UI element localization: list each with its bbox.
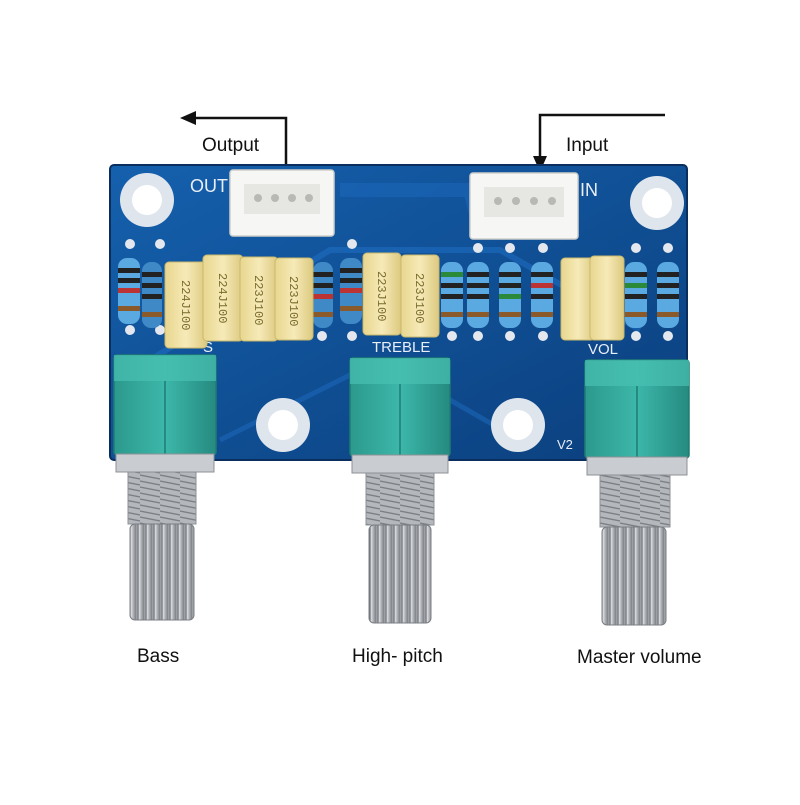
output-arrow	[180, 111, 288, 172]
output-connector	[229, 169, 335, 237]
mounting-hole-top-right	[630, 176, 684, 230]
silk-treble: TREBLE	[372, 339, 430, 356]
master-volume-knob-label: Master volume	[577, 647, 702, 668]
capacitor-code: 223J100	[374, 271, 388, 321]
input-connector	[469, 172, 579, 240]
solder-pads	[125, 239, 673, 341]
volume-potentiometer	[584, 359, 690, 626]
capacitor-code: 223J100	[412, 273, 426, 323]
capacitor-code: 224J100	[215, 273, 229, 323]
silk-bass-partial: S	[203, 339, 213, 356]
silk-in: IN	[580, 180, 598, 200]
silk-vol: VOL	[588, 341, 618, 358]
silk-out: OUT	[190, 176, 228, 196]
treble-potentiometer	[349, 357, 451, 624]
capacitors: 224J100 224J100 223J100 223J100 223J100 …	[164, 252, 625, 349]
mounting-hole-bottom-left	[256, 398, 310, 452]
resistors	[118, 258, 679, 328]
mounting-hole-top-left	[120, 173, 174, 227]
input-label: Input	[566, 135, 609, 156]
bass-potentiometer	[113, 354, 217, 621]
capacitor-code: 223J100	[251, 275, 265, 325]
high-pitch-knob-label: High- pitch	[352, 646, 443, 667]
output-label: Output	[202, 135, 260, 156]
capacitor-code: 224J100	[178, 280, 192, 330]
mounting-hole-bottom-right	[491, 398, 545, 452]
capacitor-code: 223J100	[286, 276, 300, 326]
bass-knob-label: Bass	[137, 646, 180, 667]
silk-version: V2	[557, 437, 573, 452]
